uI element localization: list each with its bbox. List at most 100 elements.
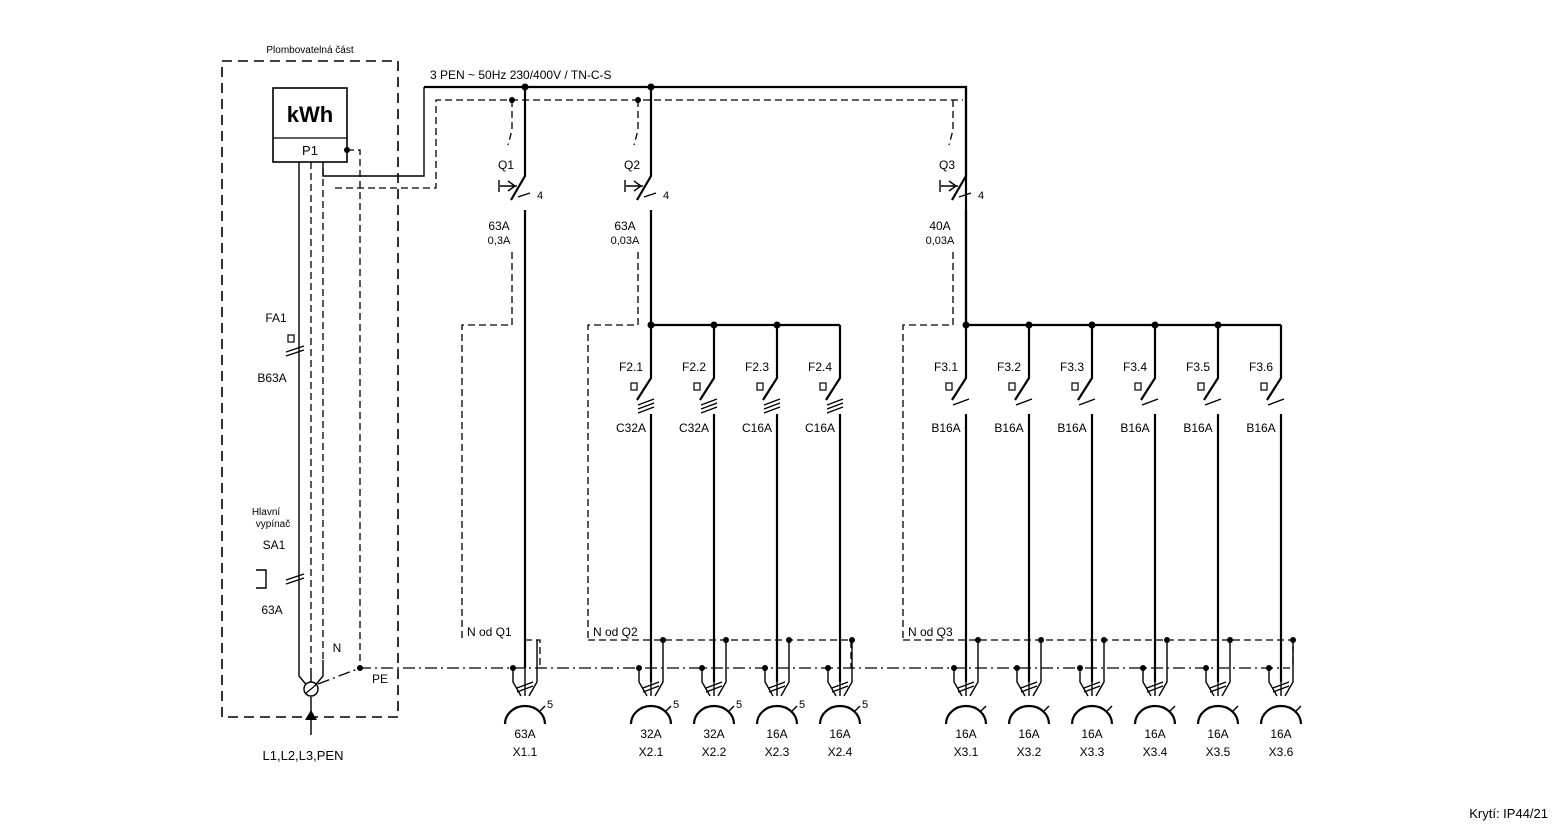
socket-poles: 5	[673, 699, 679, 711]
socket-pole-marks	[705, 681, 723, 693]
rcd-sensitivity: 0,03A	[926, 235, 955, 247]
rcd-ref: Q1	[498, 158, 514, 172]
socket-icon	[818, 704, 862, 725]
socket-rating: 16A	[1207, 727, 1228, 741]
mcb-trip-box	[1134, 382, 1142, 391]
mcb-ref: F3.5	[1186, 360, 1210, 374]
socket-tick	[853, 705, 861, 713]
mcb-ref: F2.4	[808, 360, 832, 374]
mcb-ref: F3.6	[1249, 360, 1273, 374]
rcd-switch-wire	[951, 87, 968, 325]
mcb-rating: B16A	[1057, 421, 1086, 435]
q3-neutral-bus	[903, 639, 1294, 668]
meter-unit: kWh	[287, 102, 333, 127]
socket-icon	[944, 704, 988, 725]
socket-rating: 16A	[1144, 727, 1165, 741]
mcb-pole-mark	[763, 398, 781, 406]
mcb-switch-wire	[1203, 325, 1220, 682]
mcb-ref: F3.1	[934, 360, 958, 374]
rcd-poles: 4	[663, 190, 669, 202]
socket-rating: 32A	[640, 727, 661, 741]
socket-pole-marks	[1146, 681, 1164, 693]
socket-poles: 5	[736, 699, 742, 711]
socket-icon	[503, 704, 547, 725]
pe-label: PE	[372, 672, 388, 686]
mcb-rating: C32A	[679, 421, 709, 435]
socket-ref: X3.3	[1080, 745, 1105, 759]
input-terminal-slash	[304, 683, 318, 695]
mcb-trip-box	[1008, 382, 1016, 391]
socket-pe-dot	[699, 665, 705, 671]
mcb-trip-box	[1071, 382, 1079, 391]
mcb-pole-mark	[1267, 398, 1285, 406]
mcb-trip-box	[756, 382, 764, 391]
socket-tick	[727, 705, 735, 713]
rcd-switch-wire	[510, 87, 527, 668]
rcd-actuator-icon	[498, 180, 517, 192]
rcd-pole-mark	[958, 192, 972, 198]
socket-tick	[1294, 705, 1302, 713]
mcb-pole-mark	[952, 398, 970, 406]
socket-ref: X3.5	[1206, 745, 1231, 759]
mcb-pole-mark	[1204, 398, 1222, 406]
mcb-ref: F3.3	[1060, 360, 1084, 374]
mcb-pole-mark-extra	[763, 402, 781, 414]
socket-rating: 16A	[766, 727, 787, 741]
socket-icon	[692, 704, 736, 725]
socket-rating: 16A	[1270, 727, 1291, 741]
fa1-trip-box	[287, 334, 295, 343]
socket-rating: 16A	[1018, 727, 1039, 741]
main-switch-caption-2: vypínač	[256, 519, 290, 530]
socket-ref: X2.4	[828, 745, 853, 759]
meter-ref: P1	[302, 143, 318, 158]
sealed-area-label: Plombovatelná část	[266, 45, 353, 56]
socket-icon	[1196, 704, 1240, 725]
mcb-pole-mark-extra	[700, 402, 718, 414]
mcb-pole-mark-extra	[637, 402, 655, 414]
socket-pole-marks	[516, 681, 534, 693]
mcb-switch-wire	[1077, 325, 1094, 682]
rcd-n-label: N od Q2	[593, 625, 638, 639]
rcd-neutral-wire	[461, 100, 513, 640]
rcd-ref: Q3	[939, 158, 955, 172]
mcb-trip-box	[1197, 382, 1205, 391]
socket-tick	[1042, 705, 1050, 713]
meter-box	[272, 87, 348, 163]
socket-pe-dot	[1077, 665, 1083, 671]
socket-pe-dot	[825, 665, 831, 671]
input-label: L1,L2,L3,PEN	[263, 748, 344, 763]
socket-pole-marks	[1272, 681, 1290, 693]
rcd-ref: Q2	[624, 158, 640, 172]
fa1-pole-marks	[285, 345, 305, 357]
rcd-rating: 63A	[614, 219, 635, 233]
socket-ref: X2.2	[702, 745, 727, 759]
socket-pole-marks	[1020, 681, 1038, 693]
mcb-ref: F2.1	[619, 360, 643, 374]
fa1-breaker: FA1 B63A	[257, 311, 305, 385]
socket-pe-dot	[510, 665, 516, 671]
mcb-switch-wire	[951, 325, 968, 682]
neutral-bus-dashed	[335, 99, 963, 189]
rcd-sensitivity: 0,3A	[488, 235, 511, 247]
socket-layer: 563AX1.1532AX2.1532AX2.2516AX2.3516AX2.4…	[503, 637, 1303, 759]
socket-icon	[1133, 704, 1177, 725]
mcb-switch-wire	[699, 325, 716, 682]
mcb-trip-box	[630, 382, 638, 391]
socket-tick	[979, 705, 987, 713]
main-switch-ref: SA1	[263, 538, 286, 552]
socket-pe-dot	[1140, 665, 1146, 671]
socket-pole-marks	[1083, 681, 1101, 693]
socket-icon	[755, 704, 799, 725]
